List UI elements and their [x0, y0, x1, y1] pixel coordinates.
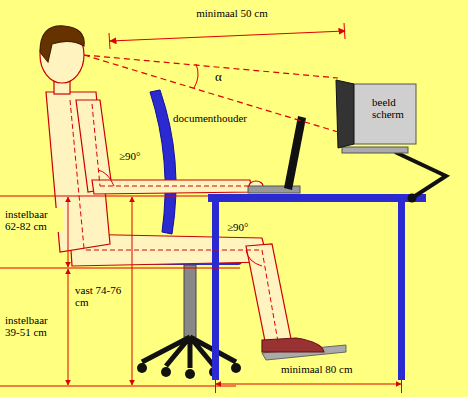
dimension-label: instelbaar 39-51 cm: [4, 314, 64, 338]
reference-line: [0, 386, 236, 387]
monitor: [336, 80, 446, 203]
sight-line: [84, 55, 338, 78]
chair-wheel: [185, 369, 195, 379]
dimension-line: [68, 269, 69, 385]
angle-label: α: [214, 70, 223, 84]
arm-axis: [92, 104, 100, 186]
chair-column: [184, 265, 196, 337]
reference-line: [0, 196, 208, 197]
reference-line: [0, 268, 240, 269]
desk: [208, 186, 426, 380]
chair: [137, 90, 242, 379]
angle-mark: [98, 170, 114, 186]
dimension-line: [216, 384, 401, 385]
desk-top: [208, 194, 426, 202]
monitor-stand: [342, 147, 408, 153]
chair-wheel: [231, 363, 241, 373]
torso-axis: [70, 100, 84, 248]
shin-axis: [262, 250, 278, 342]
monitor-housing: [352, 84, 416, 144]
depth-dimension: [216, 372, 402, 393]
shin: [246, 244, 292, 346]
thigh-axis: [86, 250, 262, 251]
dimension-label: vast 74-76 cm: [74, 284, 130, 308]
dimension-tick: [109, 33, 110, 49]
dimension-label: minimaal 80 cm: [280, 363, 353, 375]
shoe: [262, 338, 324, 352]
forearm-axis: [100, 186, 250, 187]
part-label: documenthouder: [172, 112, 248, 124]
angle-label: ≥90°: [226, 221, 249, 233]
monitor-screen: [336, 80, 354, 148]
dimension-line: [132, 197, 133, 385]
angle-label: ≥90°: [118, 150, 141, 162]
angle-mark: [246, 250, 262, 266]
sight-line: [84, 55, 338, 132]
dimension-tick: [344, 23, 345, 39]
desk-leg: [212, 202, 219, 380]
angle-lines: [70, 100, 278, 342]
angle-mark: [194, 64, 198, 88]
hair: [40, 26, 84, 62]
arm-joint: [408, 194, 417, 203]
chair-wheel: [161, 367, 171, 377]
chair-wheel: [137, 363, 147, 373]
forearm: [92, 180, 252, 194]
person: [40, 26, 324, 352]
upper-arm: [76, 100, 112, 192]
dimension-line: [110, 31, 345, 41]
chair-base: [142, 337, 236, 368]
desk-leg: [398, 202, 405, 380]
dimension-tick: [215, 372, 216, 393]
dimension-line: [68, 197, 69, 267]
monitor-label: beeld scherm: [372, 96, 414, 120]
dimension-tick: [401, 372, 402, 393]
dimension-label: minimaal 50 cm: [195, 7, 268, 19]
dimension-label: instelbaar 62-82 cm: [4, 208, 64, 232]
document-holder: [284, 116, 306, 190]
monitor-arm: [395, 152, 446, 198]
height-dimensions: [0, 196, 240, 386]
